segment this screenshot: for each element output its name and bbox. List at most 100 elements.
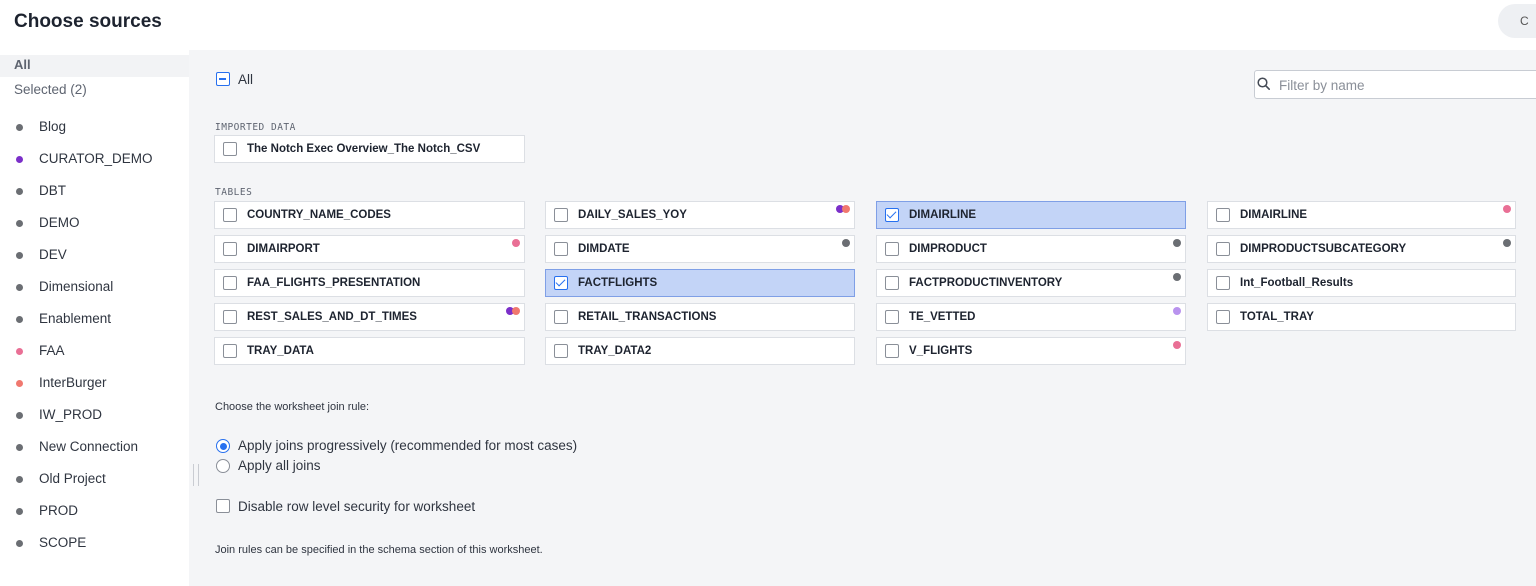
connection-dot-icon — [16, 188, 23, 195]
sidebar-filter-selected[interactable]: Selected (2) — [14, 82, 87, 97]
connection-dot-icon — [1503, 205, 1511, 213]
sidebar-item-label: Blog — [39, 119, 67, 134]
join-progressive-radio[interactable] — [216, 439, 230, 453]
imported-source-label: The Notch Exec Overview_The Notch_CSV — [247, 143, 481, 155]
join-all-radio[interactable] — [216, 459, 230, 473]
sidebar-item[interactable]: DBT — [0, 180, 189, 204]
table-tile[interactable]: DIMPRODUCTSUBCATEGORY — [1207, 235, 1516, 263]
disable-rls-label[interactable]: Disable row level security for worksheet — [238, 499, 476, 514]
join-rule-title: Choose the worksheet join rule: — [215, 401, 370, 413]
sidebar-item[interactable]: DEMO — [0, 212, 189, 236]
table-checkbox[interactable] — [223, 242, 237, 256]
sidebar-item[interactable]: New Connection — [0, 436, 189, 460]
sidebar-item[interactable]: SCOPE — [0, 532, 189, 556]
table-checkbox[interactable] — [885, 208, 899, 222]
imported-source-tile[interactable]: The Notch Exec Overview_The Notch_CSV — [214, 135, 525, 163]
table-tile[interactable]: FACTFLIGHTS — [545, 269, 855, 297]
table-label: REST_SALES_AND_DT_TIMES — [247, 311, 417, 323]
table-tile[interactable]: DIMAIRLINE — [876, 201, 1186, 229]
join-progressive-label[interactable]: Apply joins progressively (recommended f… — [238, 438, 578, 453]
table-checkbox[interactable] — [554, 242, 568, 256]
table-tile[interactable]: TE_VETTED — [876, 303, 1186, 331]
table-tile[interactable]: TRAY_DATA — [214, 337, 525, 365]
table-checkbox[interactable] — [1216, 242, 1230, 256]
table-checkbox[interactable] — [554, 208, 568, 222]
sidebar-item[interactable]: Old Project — [0, 468, 189, 492]
table-tile[interactable]: DAILY_SALES_YOY — [545, 201, 855, 229]
table-checkbox[interactable] — [554, 276, 568, 290]
table-tile[interactable]: TOTAL_TRAY — [1207, 303, 1516, 331]
sidebar-item[interactable]: PROD — [0, 500, 189, 524]
table-tile[interactable]: DIMDATE — [545, 235, 855, 263]
table-checkbox[interactable] — [223, 276, 237, 290]
search-icon — [1257, 77, 1270, 90]
panel-resize-handle[interactable] — [193, 464, 199, 486]
sidebar-item[interactable]: DEV — [0, 244, 189, 268]
sidebar-item-label: IW_PROD — [39, 407, 103, 422]
connection-dot-icon — [16, 284, 23, 291]
sidebar-item[interactable]: CURATOR_DEMO — [0, 148, 189, 172]
header-action-label: C — [1520, 14, 1529, 28]
join-rules-footnote: Join rules can be specified in the schem… — [215, 544, 543, 556]
connection-dot-icon — [16, 540, 23, 547]
sidebar-item[interactable]: FAA — [0, 340, 189, 364]
connection-dot-icon — [1173, 341, 1181, 349]
table-checkbox[interactable] — [1216, 310, 1230, 324]
sidebar-filter-all[interactable]: All — [0, 55, 189, 77]
sidebar-item[interactable]: Dimensional — [0, 276, 189, 300]
connection-dot-icon — [16, 508, 23, 515]
sidebar-item-label: DEMO — [39, 215, 80, 230]
tables-heading: TABLES — [215, 187, 253, 198]
join-all-label[interactable]: Apply all joins — [238, 458, 321, 473]
connection-dot-icon — [16, 316, 23, 323]
table-checkbox[interactable] — [223, 344, 237, 358]
table-checkbox[interactable] — [1216, 276, 1230, 290]
filter-by-name-input[interactable] — [1279, 75, 1529, 95]
sidebar-item[interactable]: InterBurger — [0, 372, 189, 396]
page-title: Choose sources — [14, 11, 162, 32]
table-tile[interactable]: REST_SALES_AND_DT_TIMES — [214, 303, 525, 331]
table-label: V_FLIGHTS — [909, 345, 973, 357]
header-action-button[interactable]: C — [1498, 4, 1536, 38]
imported-source-checkbox[interactable] — [223, 142, 237, 156]
sidebar-item[interactable]: Enablement — [0, 308, 189, 332]
table-tile[interactable]: DIMAIRLINE — [1207, 201, 1516, 229]
table-checkbox[interactable] — [223, 208, 237, 222]
table-checkbox[interactable] — [885, 276, 899, 290]
select-all-checkbox[interactable] — [216, 72, 230, 86]
table-tile[interactable]: RETAIL_TRANSACTIONS — [545, 303, 855, 331]
connection-dot-icon — [16, 444, 23, 451]
table-tile[interactable]: Int_Football_Results — [1207, 269, 1516, 297]
table-tile[interactable]: COUNTRY_NAME_CODES — [214, 201, 525, 229]
table-checkbox[interactable] — [554, 344, 568, 358]
table-tile[interactable]: DIMPRODUCT — [876, 235, 1186, 263]
table-checkbox[interactable] — [1216, 208, 1230, 222]
sidebar-item[interactable]: IW_PROD — [0, 404, 189, 428]
table-checkbox[interactable] — [554, 310, 568, 324]
sidebar-item-label: SCOPE — [39, 535, 87, 550]
sidebar-filter-all-label: All — [14, 57, 31, 72]
table-label: DIMAIRLINE — [1240, 209, 1308, 221]
table-label: DIMAIRPORT — [247, 243, 320, 255]
table-tile[interactable]: V_FLIGHTS — [876, 337, 1186, 365]
table-tile[interactable]: FACTPRODUCTINVENTORY — [876, 269, 1186, 297]
connection-dot-icon — [16, 348, 23, 355]
sidebar-item-label: InterBurger — [39, 375, 107, 390]
disable-rls-checkbox[interactable] — [216, 499, 230, 513]
table-tile[interactable]: FAA_FLIGHTS_PRESENTATION — [214, 269, 525, 297]
connection-dot-icon — [1173, 307, 1181, 315]
table-label: FACTPRODUCTINVENTORY — [909, 277, 1063, 289]
connection-dot-icon — [16, 252, 23, 259]
table-checkbox[interactable] — [885, 310, 899, 324]
sidebar-item[interactable]: Blog — [0, 116, 189, 140]
imported-data-heading: IMPORTED DATA — [215, 122, 296, 133]
table-tile[interactable]: DIMAIRPORT — [214, 235, 525, 263]
table-checkbox[interactable] — [885, 344, 899, 358]
table-checkbox[interactable] — [885, 242, 899, 256]
table-label: DIMPRODUCT — [909, 243, 987, 255]
table-label: DIMDATE — [578, 243, 630, 255]
connection-dot-icon — [1173, 273, 1181, 281]
table-tile[interactable]: TRAY_DATA2 — [545, 337, 855, 365]
table-checkbox[interactable] — [223, 310, 237, 324]
table-label: FACTFLIGHTS — [578, 277, 658, 289]
